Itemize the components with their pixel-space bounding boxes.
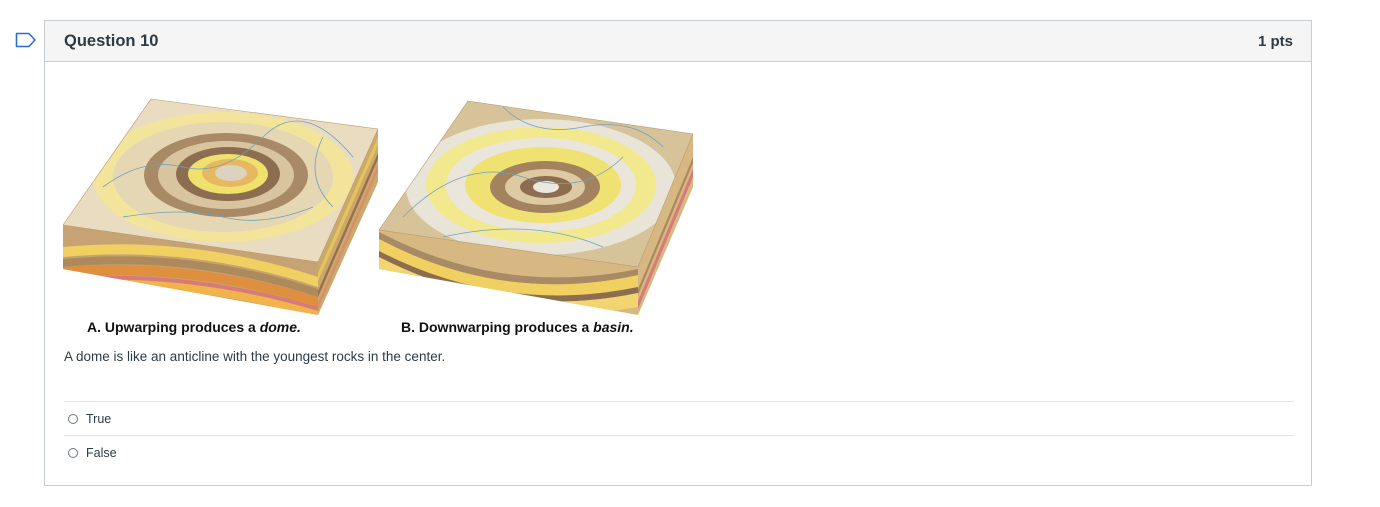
basin-block-diagram <box>378 100 694 315</box>
radio-button-icon[interactable] <box>68 447 78 458</box>
question-header: Question 10 1 pts <box>45 21 1311 62</box>
answer-label: True <box>86 411 112 426</box>
question-text: A dome is like an anticline with the you… <box>64 349 446 364</box>
question-title: Question 10 <box>64 31 159 50</box>
radio-button-icon[interactable] <box>68 413 78 424</box>
dome-basin-figure <box>63 98 694 315</box>
dome-block-diagram <box>63 98 379 315</box>
figure-caption-dome: A. Upwarping produces a dome. <box>87 319 301 335</box>
answer-option-false[interactable]: False <box>64 435 1294 469</box>
question-points: 1 pts <box>1257 32 1293 50</box>
figure-caption-basin: B. Downwarping produces a basin. <box>401 319 634 335</box>
answer-label: False <box>86 445 117 460</box>
figure-caption-dome-term: dome. <box>259 319 301 335</box>
question-card: Question 10 1 pts <box>44 20 1312 486</box>
answer-list: True False <box>64 401 1294 469</box>
answer-option-true[interactable]: True <box>64 401 1294 435</box>
bookmark-flag-icon[interactable] <box>15 32 37 48</box>
figure-caption-basin-term: basin. <box>593 319 634 335</box>
